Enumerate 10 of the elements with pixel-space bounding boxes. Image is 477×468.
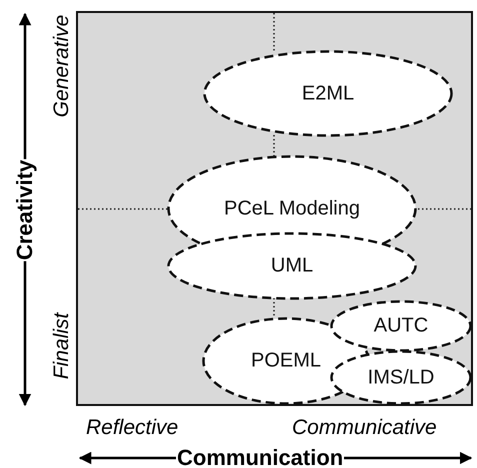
axis-pole-label: Generative xyxy=(50,14,74,118)
node-label: POEML xyxy=(250,350,322,372)
node-label: PCeL Modeling xyxy=(222,197,361,220)
node-label: UML xyxy=(270,254,314,278)
axis-pole-label: Reflective xyxy=(86,416,178,440)
node-label: E2ML xyxy=(300,82,356,105)
axis-pole-label: Communicative xyxy=(292,416,437,440)
node-label: IMS/LD xyxy=(366,366,436,389)
axis-pole-label: Finalist xyxy=(50,312,74,380)
node-label: AUTC xyxy=(372,314,430,338)
